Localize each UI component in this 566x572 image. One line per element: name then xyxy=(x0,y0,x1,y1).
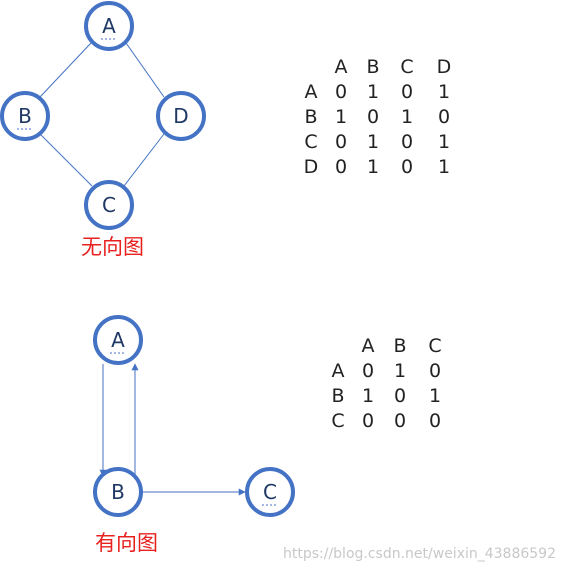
matrix-cell: 1 xyxy=(438,81,450,103)
matrix-row-label: C xyxy=(304,131,317,153)
matrix-cell: 0 xyxy=(335,156,347,178)
matrix-row-label: C xyxy=(331,410,344,432)
matrix-cell: 1 xyxy=(429,385,441,407)
node-c: C xyxy=(84,180,134,230)
matrix-row-label: A xyxy=(332,360,345,382)
matrix-row-label: B xyxy=(331,385,344,407)
matrix-row-label: D xyxy=(304,156,319,178)
node-d-label: D xyxy=(173,104,188,128)
matrix-col-header: A xyxy=(335,56,348,78)
node-c-label: C xyxy=(263,480,277,504)
matrix-cell: 0 xyxy=(394,385,406,407)
node-b: B xyxy=(93,467,143,517)
matrix-cell: 1 xyxy=(401,106,413,128)
matrix-row-label: B xyxy=(304,106,317,128)
matrix-cell: 1 xyxy=(335,106,347,128)
matrix-cell: 0 xyxy=(362,360,374,382)
node-b-label: B xyxy=(111,480,125,504)
matrix-cell: 0 xyxy=(401,131,413,153)
edge-d-c xyxy=(123,133,165,187)
undirected-graph: A B D C 无向图 xyxy=(0,1,206,259)
node-d: D xyxy=(156,91,206,141)
node-a: A xyxy=(93,315,143,365)
matrix-cell: 0 xyxy=(438,106,450,128)
matrix-row-label: A xyxy=(305,81,318,103)
undirected-caption: 无向图 xyxy=(81,235,144,259)
node-b-label: B xyxy=(18,104,32,128)
directed-caption: 有向图 xyxy=(95,531,158,555)
watermark: https://blog.csdn.net/weixin_43886592 xyxy=(283,546,556,562)
matrix-cell: 1 xyxy=(367,81,379,103)
matrix-cell: 0 xyxy=(367,106,379,128)
matrix-cell: 0 xyxy=(335,81,347,103)
matrix-cell: 1 xyxy=(362,385,374,407)
matrix-cell: 0 xyxy=(362,410,374,432)
node-c: C xyxy=(245,467,295,517)
matrix-col-header: D xyxy=(437,56,452,78)
node-c-label: C xyxy=(102,193,116,217)
matrix-cell: 1 xyxy=(438,156,450,178)
node-a-label: A xyxy=(111,328,125,352)
matrix-cell: 0 xyxy=(401,156,413,178)
matrix-cell: 0 xyxy=(394,410,406,432)
directed-graph: A B C 有向图 xyxy=(93,315,295,555)
node-b: B xyxy=(0,91,50,141)
matrix-cell: 0 xyxy=(429,410,441,432)
matrix-cell: 1 xyxy=(367,131,379,153)
matrix-col-header: C xyxy=(400,56,413,78)
matrix-col-header: B xyxy=(393,335,406,357)
matrix-col-header: B xyxy=(366,56,379,78)
matrix-col-header: C xyxy=(428,335,441,357)
matrix-cell: 1 xyxy=(438,131,450,153)
matrix-col-header: A xyxy=(362,335,375,357)
node-a: A xyxy=(84,1,134,51)
edge-a-b xyxy=(39,42,92,98)
matrix-cell: 0 xyxy=(429,360,441,382)
node-a-label: A xyxy=(102,14,116,38)
matrix-cell: 1 xyxy=(367,156,379,178)
matrix-cell: 1 xyxy=(394,360,406,382)
edge-b-c xyxy=(39,133,93,187)
matrix-cell: 0 xyxy=(335,131,347,153)
edge-a-d xyxy=(125,42,165,98)
matrix-cell: 0 xyxy=(401,81,413,103)
